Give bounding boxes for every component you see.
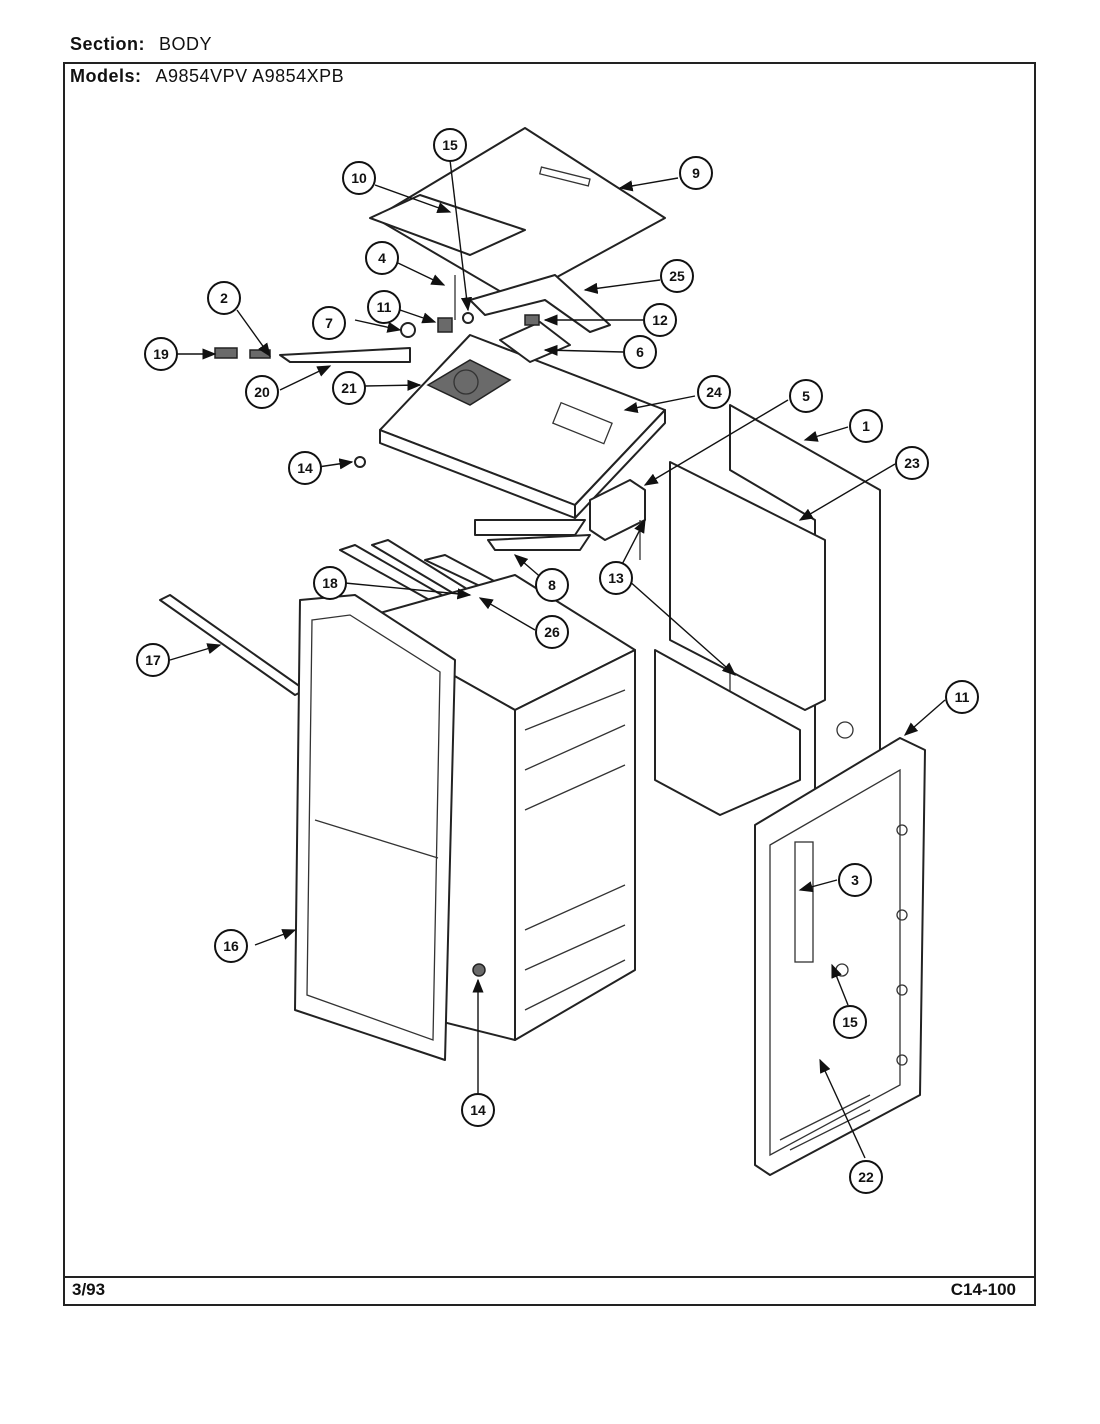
callout-17: 17 [136, 643, 170, 677]
side-panel-and-insulation [654, 404, 881, 831]
callout-number: 15 [842, 1014, 858, 1030]
callout-number: 1 [862, 418, 870, 434]
callout-number: 26 [544, 624, 560, 640]
callout-number: 22 [858, 1169, 874, 1185]
callout-number: 2 [220, 290, 228, 306]
callout-number: 7 [325, 315, 333, 331]
front-frame [294, 594, 456, 1061]
callout-number: 17 [145, 652, 161, 668]
callout-26: 26 [535, 615, 569, 649]
callout-21: 21 [332, 371, 366, 405]
callout-number: 4 [378, 250, 386, 266]
callout-24: 24 [697, 375, 731, 409]
callout-15-panel: 15 [833, 1005, 867, 1039]
callout-23: 23 [895, 446, 929, 480]
top-panel [374, 127, 666, 301]
callout-number: 11 [955, 689, 970, 705]
callout-number: 16 [223, 938, 239, 954]
callout-number: 18 [322, 575, 338, 591]
callout-9: 9 [679, 156, 713, 190]
callout-14-top: 14 [288, 451, 322, 485]
callout-10: 10 [342, 161, 376, 195]
rear-panel [754, 737, 926, 1176]
callout-4: 4 [365, 241, 399, 275]
callout-3: 3 [838, 863, 872, 897]
top-bracket [469, 274, 611, 333]
callout-11-top: 11 [367, 290, 401, 324]
callout-number: 15 [442, 137, 458, 153]
models-label: Models: [70, 66, 142, 86]
callout-11-panel: 11 [945, 680, 979, 714]
callout-number: 9 [692, 165, 700, 181]
callout-1: 1 [849, 409, 883, 443]
callout-number: 14 [297, 460, 313, 476]
callout-number: 23 [904, 455, 920, 471]
callout-7: 7 [312, 306, 346, 340]
callout-12: 12 [643, 303, 677, 337]
callout-number: 6 [636, 344, 644, 360]
callout-number: 14 [470, 1102, 486, 1118]
callout-number: 11 [377, 299, 392, 315]
callout-18: 18 [313, 566, 347, 600]
callout-number: 19 [153, 346, 169, 362]
callout-16: 16 [214, 929, 248, 963]
callout-number: 5 [802, 388, 810, 404]
callout-number: 3 [851, 872, 859, 888]
section-heading: Section: BODY [70, 34, 212, 55]
models-heading: Models: A9854VPV A9854XPB [70, 66, 344, 87]
section-value: BODY [159, 34, 213, 54]
callout-number: 8 [548, 577, 556, 593]
callout-number: 21 [341, 380, 357, 396]
callout-number: 12 [652, 312, 668, 328]
callout-20: 20 [245, 375, 279, 409]
callout-number: 24 [706, 384, 722, 400]
callout-19: 19 [144, 337, 178, 371]
callout-number: 25 [669, 268, 685, 284]
callout-13: 13 [599, 561, 633, 595]
footer-date: 3/93 [72, 1280, 106, 1299]
callout-25: 25 [660, 259, 694, 293]
footer-page-code: C14-100 [950, 1280, 1016, 1299]
callout-5: 5 [789, 379, 823, 413]
cover-plate [369, 194, 526, 256]
callout-number: 13 [608, 570, 624, 586]
diagram-frame [63, 62, 1036, 1306]
callout-number: 10 [351, 170, 367, 186]
models-value: A9854VPV A9854XPB [155, 66, 345, 86]
section-label: Section: [70, 34, 146, 54]
callout-15-top: 15 [433, 128, 467, 162]
callout-number: 20 [254, 384, 270, 400]
callout-22: 22 [849, 1160, 883, 1194]
footer-divider [63, 1276, 1036, 1278]
callout-6: 6 [623, 335, 657, 369]
callout-8: 8 [535, 568, 569, 602]
cavity-screw [472, 963, 486, 977]
callout-14-bottom: 14 [461, 1093, 495, 1127]
callout-2: 2 [207, 281, 241, 315]
